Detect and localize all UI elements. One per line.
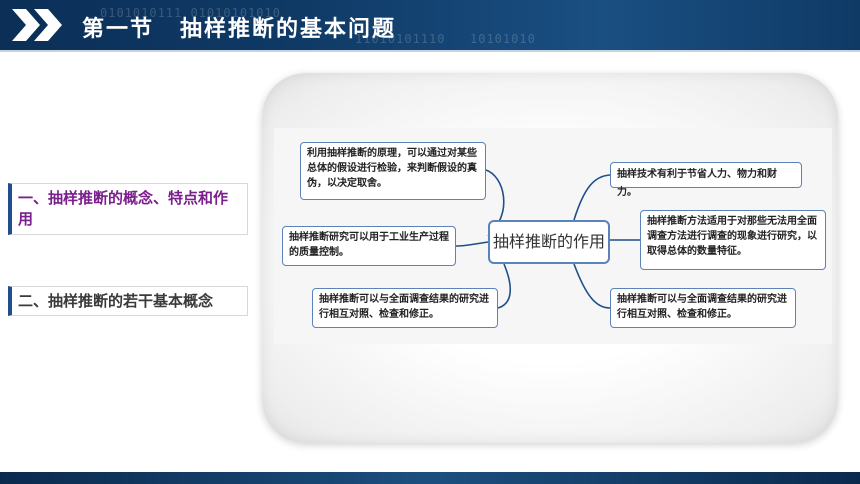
connector-right-1 [573,174,611,221]
section-title: 抽样推断的基本问题 [180,17,397,42]
diagram-node: 抽样推断研究可以用于工业生产过程的质量控制。 [282,226,456,266]
diagram-node: 抽样推断方法适用于对那些无法用全面调查方法进行调查的现象进行研究，以取得总体的数… [640,210,826,270]
header-divider [0,50,860,52]
page-title: 第一节抽样推断的基本问题 [82,11,396,43]
binary-decoration: 11010101110 [355,32,446,46]
outline-item-label: 一、抽样推断的概念、特点和作用 [18,189,229,228]
mind-map: 抽样推断的作用 利用抽样推断的原理，可以通过对某些总体的假设进行检验，来判断假设… [274,128,832,344]
header-banner: 0101010111 01010101010 11010101110 10101… [0,0,860,50]
section-number: 第一节 [82,17,155,42]
connector-left-3 [497,263,511,309]
outline-item-label: 二、抽样推断的若干基本概念 [18,292,214,310]
connector-right-3 [573,263,611,309]
diagram-node: 抽样推断可以与全面调查结果的研究进行相互对照、检查和修正。 [312,288,498,328]
mind-map-connectors [455,169,640,309]
diagram-node: 抽样推断可以与全面调查结果的研究进行相互对照、检查和修正。 [610,288,796,328]
footer-bar [0,472,860,484]
diagram-node: 抽样技术有利于节省人力、物力和财力。 [610,162,802,198]
center-node: 抽样推断的作用 [488,220,610,264]
diagram-node: 利用抽样推断的原理，可以通过对某些总体的假设进行检验，来判断假设的真伪，以决定取… [300,142,486,200]
outline-item-basic-concepts[interactable]: 二、抽样推断的若干基本概念 [8,286,248,316]
connector-left-2 [455,241,489,247]
outline-item-concept[interactable]: 一、抽样推断的概念、特点和作用 [8,183,248,235]
binary-decoration: 0101010111 01010101010 [100,6,281,20]
double-chevron-right-icon [12,9,62,41]
binary-decoration: 10101010 [470,32,536,46]
